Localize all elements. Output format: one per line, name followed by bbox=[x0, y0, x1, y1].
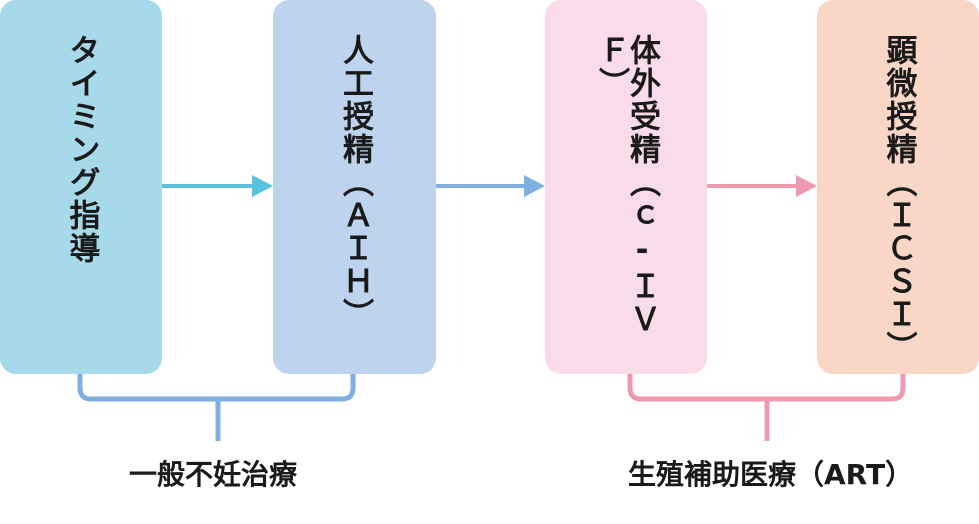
step-icsi: 顕微授精（ＩＣＳＩ） bbox=[817, 0, 979, 374]
step-icsi-label: 顕微授精（ＩＣＳＩ） bbox=[880, 34, 917, 364]
art-bracket bbox=[627, 374, 906, 441]
step-ivf: 体外受精（ｃ‐ＩＶＦ） bbox=[545, 0, 707, 374]
arrow-1 bbox=[162, 175, 273, 197]
step-ivf-label: 体外受精（ｃ‐ＩＶＦ） bbox=[593, 34, 660, 336]
arrow-3 bbox=[707, 175, 817, 197]
step-artificial-insemination-label: 人工授精（ＡＩＨ） bbox=[337, 34, 373, 331]
step-artificial-insemination: 人工授精（ＡＩＨ） bbox=[273, 0, 436, 374]
general-treatment-bracket bbox=[77, 374, 356, 441]
general-infertility-treatment-label: 一般不妊治療 bbox=[129, 458, 298, 491]
step-timing-guidance-label: タイミング指導 bbox=[63, 34, 100, 265]
assisted-reproductive-technology-label: 生殖補助医療（ART） bbox=[628, 458, 914, 491]
arrow-2 bbox=[436, 175, 545, 197]
step-timing-guidance: タイミング指導 bbox=[0, 0, 162, 374]
